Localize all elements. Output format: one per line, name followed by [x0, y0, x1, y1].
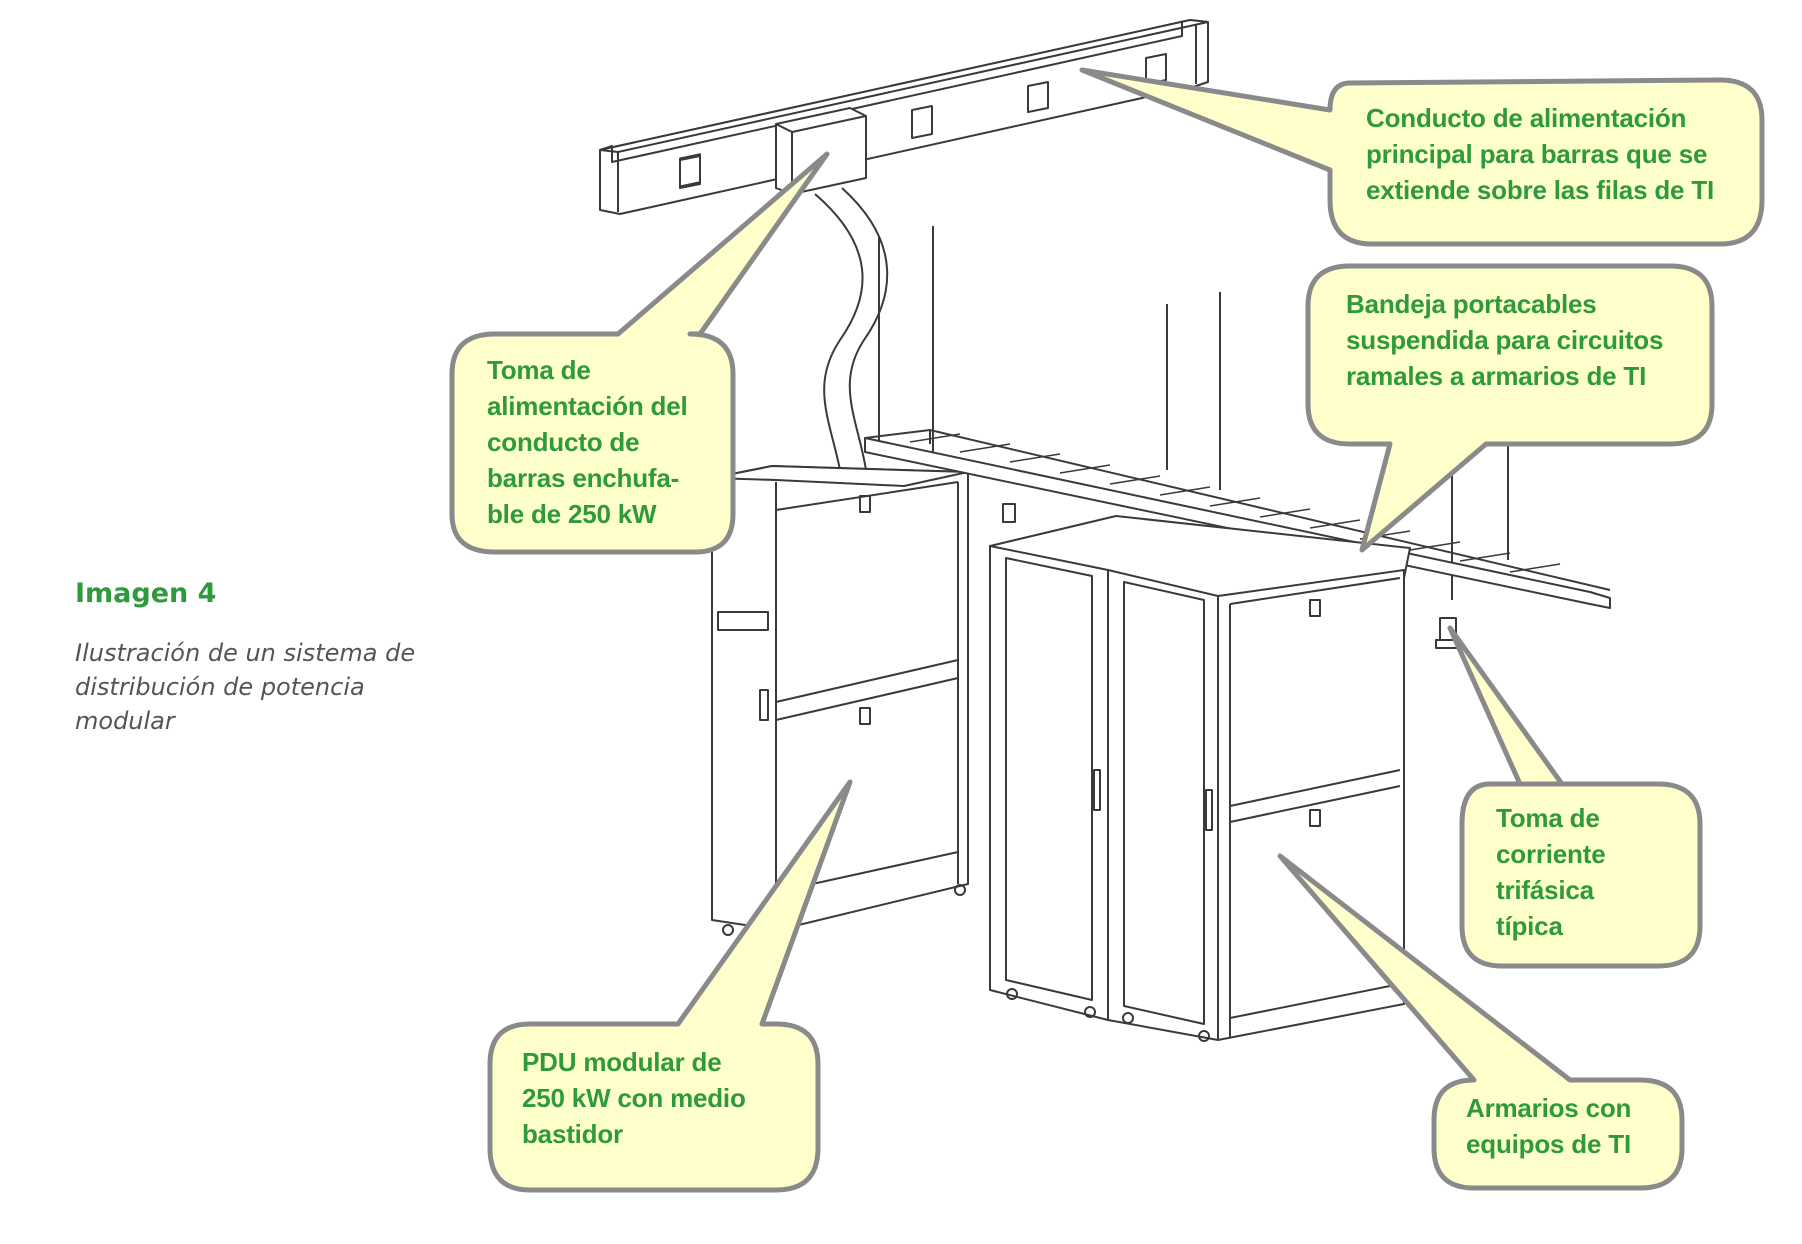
callout-busway-duct-text: Conducto de alimentación principal para … — [1366, 103, 1715, 205]
callout-three-phase-outlet — [1447, 625, 1703, 969]
callout-busway-duct — [1079, 67, 1765, 247]
flexible-conduit — [814, 187, 889, 471]
callout-modular-pdu — [487, 779, 853, 1193]
callout-three-phase-outlet-text: Toma de corriente trifásica típica — [1496, 803, 1606, 941]
callout-cable-tray — [1305, 263, 1715, 553]
overhead-busway-duct — [599, 19, 1209, 215]
callout-busway-tap-text: Toma de alimentación del conducto de bar… — [487, 355, 688, 529]
it-racks — [989, 515, 1411, 1042]
callout-it-racks — [1277, 853, 1685, 1191]
callout-cable-tray-text: Bandeja portacables suspendida para circ… — [1346, 289, 1664, 391]
figure-caption: Ilustración de un sistema de distribució… — [75, 639, 416, 735]
modular-pdu-cabinet — [711, 465, 969, 940]
callout-it-racks-text: Armarios con equipos de TI — [1466, 1093, 1632, 1159]
callout-busway-tap — [449, 151, 830, 555]
figure-title: Imagen 4 — [75, 578, 217, 609]
callout-modular-pdu-text: PDU modular de 250 kW con medio bastidor — [522, 1047, 746, 1149]
cable-tray — [864, 429, 1611, 609]
